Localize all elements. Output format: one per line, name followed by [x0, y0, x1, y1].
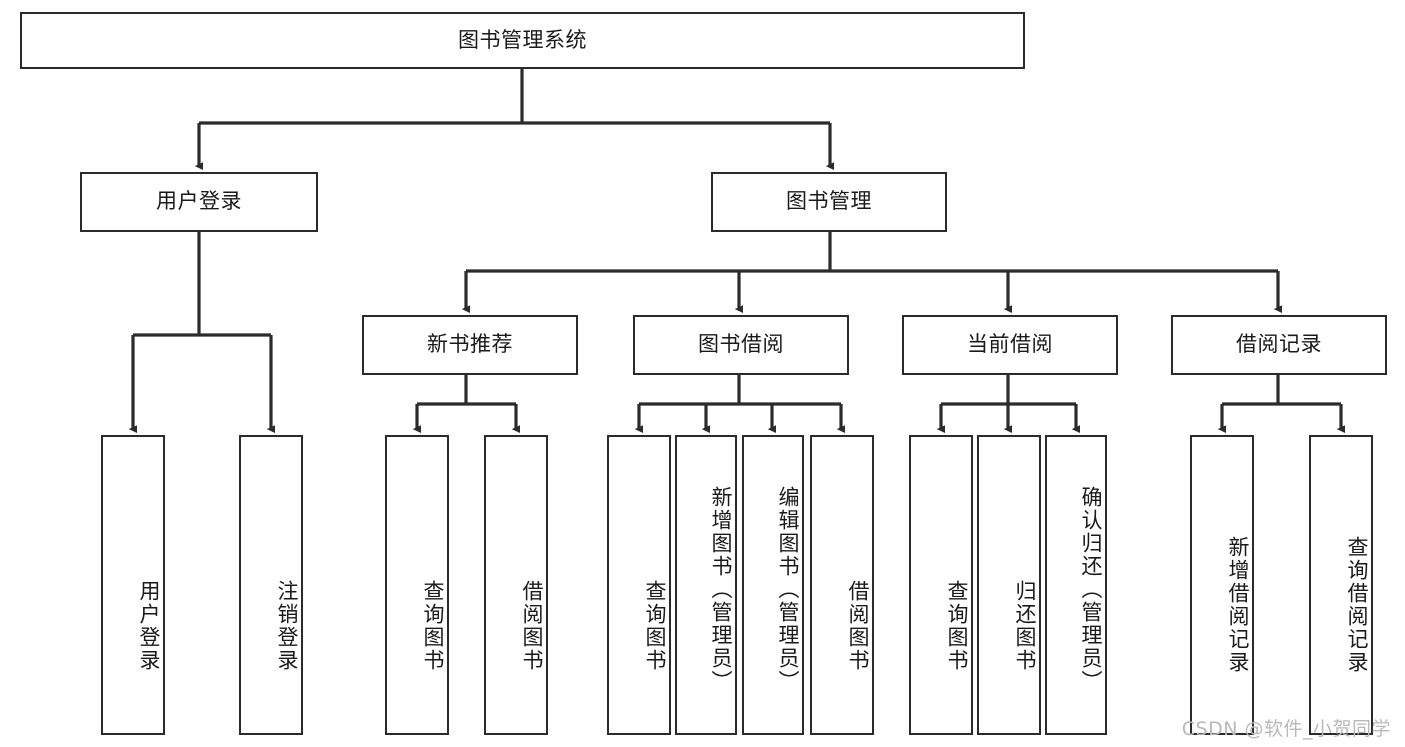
leaf-add-borrow-record[interactable]: 新增借阅记录 — [1190, 435, 1254, 735]
leaf-borrow-book-label: 借阅图书 — [846, 580, 870, 672]
leaf-borrow-book-recommend-label: 借阅图书 — [520, 580, 544, 672]
node-book-management-label: 图书管理 — [786, 189, 872, 214]
leaf-user-login[interactable]: 用户登录 — [101, 435, 165, 735]
leaf-return-book-label: 归还图书 — [1013, 580, 1037, 672]
leaf-add-book-admin[interactable]: 新增图书（管理员） — [675, 435, 737, 735]
node-root-system-label: 图书管理系统 — [458, 27, 587, 52]
leaf-return-book[interactable]: 归还图书 — [977, 435, 1041, 735]
node-user-login[interactable]: 用户登录 — [80, 172, 318, 232]
node-borrow-record-label: 借阅记录 — [1236, 332, 1322, 357]
leaf-query-borrow-record-label: 查询借阅记录 — [1345, 536, 1369, 674]
leaf-query-book-recommend-label: 查询图书 — [421, 580, 445, 672]
leaf-edit-book-admin-label: 编辑图书（管理员） — [776, 485, 800, 693]
leaf-borrow-book[interactable]: 借阅图书 — [810, 435, 874, 735]
leaf-user-logout[interactable]: 注销登录 — [239, 435, 303, 735]
leaf-confirm-return-admin-label: 确认归还（管理员） — [1079, 485, 1103, 693]
node-user-login-label: 用户登录 — [156, 189, 242, 214]
node-book-borrow-label: 图书借阅 — [698, 332, 784, 357]
leaf-add-borrow-record-label: 新增借阅记录 — [1226, 536, 1250, 674]
leaf-confirm-return-admin[interactable]: 确认归还（管理员） — [1045, 435, 1107, 735]
node-book-management[interactable]: 图书管理 — [711, 172, 947, 232]
leaf-edit-book-admin[interactable]: 编辑图书（管理员） — [742, 435, 804, 735]
node-borrow-record[interactable]: 借阅记录 — [1171, 315, 1387, 375]
leaf-add-book-admin-label: 新增图书（管理员） — [709, 485, 733, 693]
leaf-user-login-label: 用户登录 — [137, 580, 161, 672]
leaf-query-borrow-record[interactable]: 查询借阅记录 — [1309, 435, 1373, 735]
leaf-query-book-current-label: 查询图书 — [945, 580, 969, 672]
leaf-user-logout-label: 注销登录 — [275, 580, 299, 672]
leaf-query-book-recommend[interactable]: 查询图书 — [385, 435, 449, 735]
leaf-borrow-book-recommend[interactable]: 借阅图书 — [484, 435, 548, 735]
node-root-system[interactable]: 图书管理系统 — [20, 12, 1025, 69]
leaf-query-book-current[interactable]: 查询图书 — [909, 435, 973, 735]
node-current-borrow[interactable]: 当前借阅 — [902, 315, 1118, 375]
node-new-book-recommend[interactable]: 新书推荐 — [362, 315, 578, 375]
leaf-query-book-borrow[interactable]: 查询图书 — [607, 435, 671, 735]
leaf-query-book-borrow-label: 查询图书 — [643, 580, 667, 672]
csdn-watermark: CSDN @软件_小贺同学 — [1181, 718, 1391, 740]
node-current-borrow-label: 当前借阅 — [967, 332, 1053, 357]
node-book-borrow[interactable]: 图书借阅 — [633, 315, 849, 375]
node-new-book-recommend-label: 新书推荐 — [427, 332, 513, 357]
